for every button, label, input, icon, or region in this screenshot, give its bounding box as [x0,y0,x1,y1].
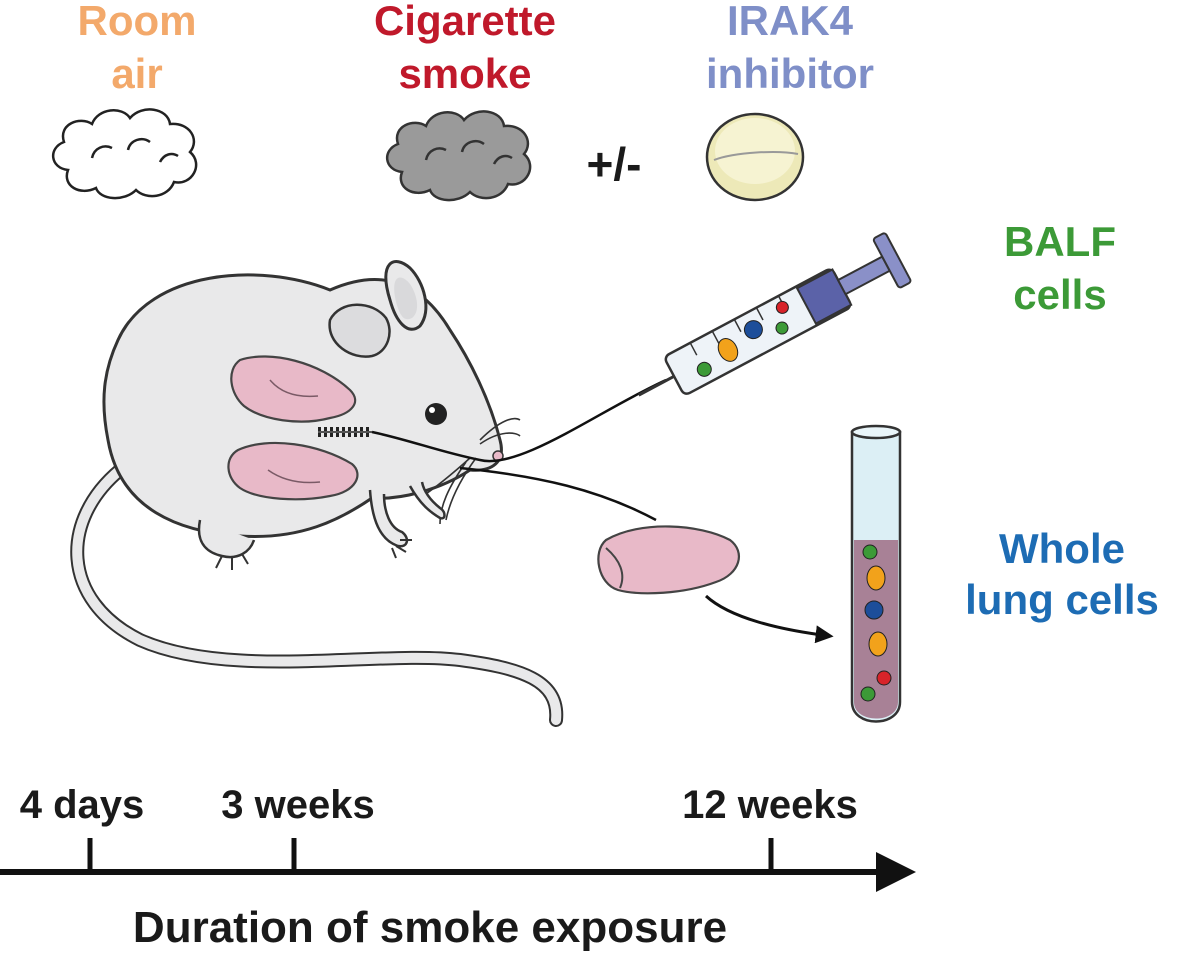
arrow-to-tube [704,594,834,644]
syringe-icon [638,232,912,397]
balf-cells-label: BALF cells [1004,218,1116,318]
timeline: 4 days 3 weeks 12 weeks Duration of smok… [0,783,916,952]
white-cloud-icon [52,108,198,200]
room-air-label-line2: air [111,50,162,97]
tick-label-4-days: 4 days [20,783,145,827]
smoke-label-line2: smoke [398,50,531,97]
lung-lobe-icon [597,525,740,595]
room-air-label-line1: Room [78,0,197,44]
smoke-label-line1: Cigarette [374,0,556,44]
test-tube-icon [850,424,902,723]
pill-icon [705,112,805,202]
tick-label-12-weeks: 12 weeks [682,783,858,827]
mouse-illustration [70,260,564,727]
lung-label-line2: lung cells [965,576,1159,623]
cigarette-smoke-label: Cigarette smoke [374,0,556,97]
tick-label-3-weeks: 3 weeks [221,783,374,827]
whole-lung-cells-label: Whole lung cells [965,525,1159,623]
plus-minus-sign: +/- [587,138,642,190]
timeline-axis-label: Duration of smoke exposure [133,903,727,952]
irak4-inhibitor-label: IRAK4 inhibitor [706,0,874,97]
balf-label-line2: cells [1013,271,1106,318]
inhibitor-label-line2: inhibitor [706,50,874,97]
balf-label-line1: BALF [1004,218,1116,265]
smoke-cloud-icon [386,110,532,202]
inhibitor-label-line1: IRAK4 [727,0,854,44]
lung-label-line1: Whole [999,525,1125,572]
timeline-arrowhead [876,852,916,892]
lung-extraction-line [459,466,657,522]
room-air-label: Room air [78,0,197,97]
lavage-tube [371,378,667,463]
